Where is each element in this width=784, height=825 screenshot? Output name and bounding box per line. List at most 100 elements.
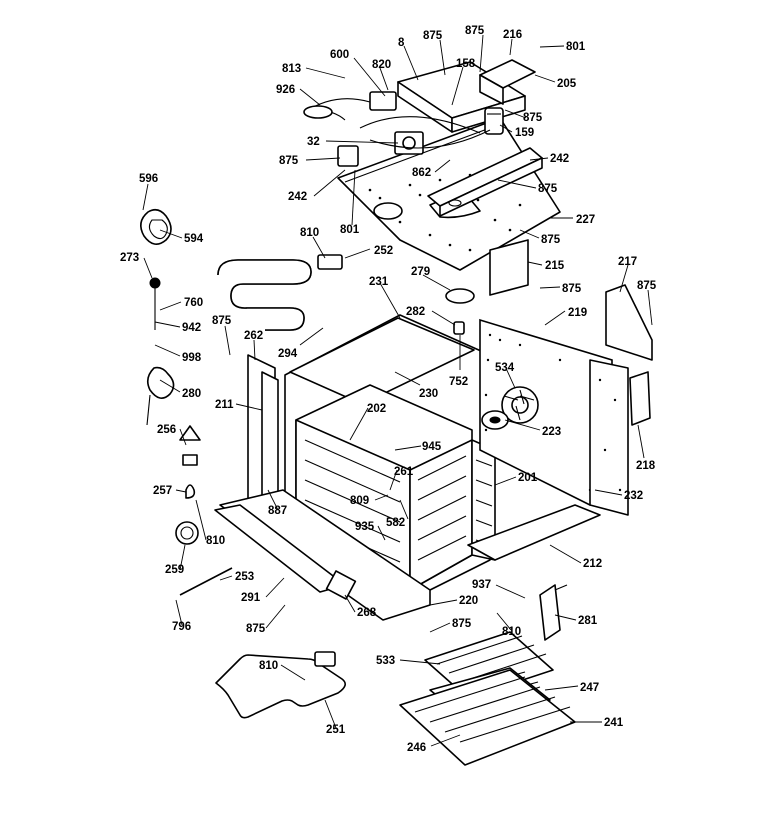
callout-251: 251 — [326, 724, 346, 736]
callout-281: 281 — [578, 615, 598, 627]
callout-253: 253 — [235, 571, 254, 583]
callout-202: 202 — [367, 403, 386, 415]
callout-218: 218 — [636, 460, 656, 472]
callout-534: 534 — [495, 362, 515, 374]
light-socket-257 — [185, 484, 196, 499]
oven-top-231 — [289, 317, 475, 405]
callout-875: 875 — [465, 25, 485, 37]
terminal-block-218 — [629, 371, 651, 426]
fan-cover-279 — [445, 288, 475, 335]
callout-875: 875 — [637, 280, 657, 292]
callout-280: 280 — [182, 388, 201, 400]
callout-220: 220 — [459, 595, 478, 607]
callout-600: 600 — [330, 49, 349, 61]
callout-205: 205 — [557, 78, 577, 90]
callout-942: 942 — [182, 322, 201, 334]
callout-926: 926 — [276, 84, 295, 96]
callout-801: 801 — [340, 224, 360, 236]
callout-232: 232 — [624, 490, 643, 502]
callout-875: 875 — [452, 618, 472, 630]
side-trim-211 — [261, 371, 279, 506]
callout-252: 252 — [374, 245, 393, 257]
callout-945: 945 — [422, 441, 442, 453]
leader-lines — [142, 34, 653, 747]
convection-fan-534 — [501, 386, 539, 424]
callout-241: 241 — [604, 717, 624, 729]
callout-294: 294 — [278, 348, 298, 360]
callout-801: 801 — [566, 41, 586, 53]
callout-875: 875 — [541, 234, 561, 246]
cooling-fan-205 — [479, 59, 536, 105]
fan-motor-223 — [481, 410, 509, 430]
probe-cable-280 — [146, 366, 175, 426]
callout-212: 212 — [583, 558, 602, 570]
callout-596: 596 — [139, 173, 158, 185]
callout-256: 256 — [157, 424, 176, 436]
oven-light-256 — [179, 425, 201, 466]
callout-8: 8 — [398, 37, 405, 49]
callout-862: 862 — [412, 167, 431, 179]
callout-259: 259 — [165, 564, 184, 576]
callout-291: 291 — [241, 592, 261, 604]
callout-810: 810 — [502, 626, 521, 638]
callout-875: 875 — [279, 155, 299, 167]
broil-element-810 — [217, 254, 343, 331]
cover-215 — [489, 239, 529, 296]
light-lens-259 — [175, 521, 199, 545]
control-wiring — [359, 116, 491, 149]
bake-element-251 — [215, 651, 346, 719]
fan-motor-159 — [484, 107, 504, 135]
meat-probe-jack-273 — [149, 277, 161, 330]
callout-875: 875 — [246, 623, 266, 635]
callout-216: 216 — [503, 29, 522, 41]
callout-257: 257 — [153, 485, 172, 497]
rear-vent-channel — [427, 147, 543, 217]
rear-wrapper-232 — [589, 359, 629, 516]
callout-227: 227 — [576, 214, 595, 226]
callout-247: 247 — [580, 682, 599, 694]
callout-796: 796 — [172, 621, 191, 633]
callout-279: 279 — [411, 266, 430, 278]
callout-246: 246 — [407, 742, 426, 754]
bracket-217 — [605, 284, 653, 361]
callout-809: 809 — [350, 495, 369, 507]
callout-158: 158 — [456, 58, 476, 70]
oven-rack-241 — [399, 669, 576, 766]
latch-bracket-281 — [539, 584, 568, 641]
callout-998: 998 — [182, 352, 202, 364]
callout-211: 211 — [215, 399, 234, 411]
callout-810: 810 — [206, 535, 225, 547]
callout-752: 752 — [449, 376, 468, 388]
callout-242: 242 — [550, 153, 569, 165]
callout-217: 217 — [618, 256, 637, 268]
callout-268: 268 — [357, 607, 377, 619]
callout-215: 215 — [545, 260, 565, 272]
callout-810: 810 — [259, 660, 278, 672]
callout-223: 223 — [542, 426, 561, 438]
callout-201: 201 — [518, 472, 538, 484]
callout-820: 820 — [372, 59, 391, 71]
callout-594: 594 — [184, 233, 204, 245]
callout-875: 875 — [523, 112, 543, 124]
rack-supports-945 — [417, 455, 467, 561]
callout-labels: 801 216 875 875 8 600 820 158 813 205 92… — [120, 25, 657, 754]
callout-810: 810 — [300, 227, 319, 239]
callout-875: 875 — [538, 183, 558, 195]
callout-875: 875 — [423, 30, 443, 42]
callout-242: 242 — [288, 191, 307, 203]
callout-937: 937 — [472, 579, 491, 591]
callout-262: 262 — [244, 330, 263, 342]
callout-273: 273 — [120, 252, 139, 264]
callout-875: 875 — [562, 283, 582, 295]
callout-282: 282 — [406, 306, 425, 318]
callout-760: 760 — [184, 297, 203, 309]
callout-32: 32 — [307, 136, 320, 148]
oven-sensor-cord-594 — [140, 208, 172, 245]
latch-motor-assembly-600 — [303, 91, 397, 121]
callout-582: 582 — [386, 517, 405, 529]
callout-230: 230 — [419, 388, 438, 400]
oven-floor-base — [214, 489, 431, 621]
callout-231: 231 — [369, 276, 389, 288]
callout-887: 887 — [268, 505, 287, 517]
